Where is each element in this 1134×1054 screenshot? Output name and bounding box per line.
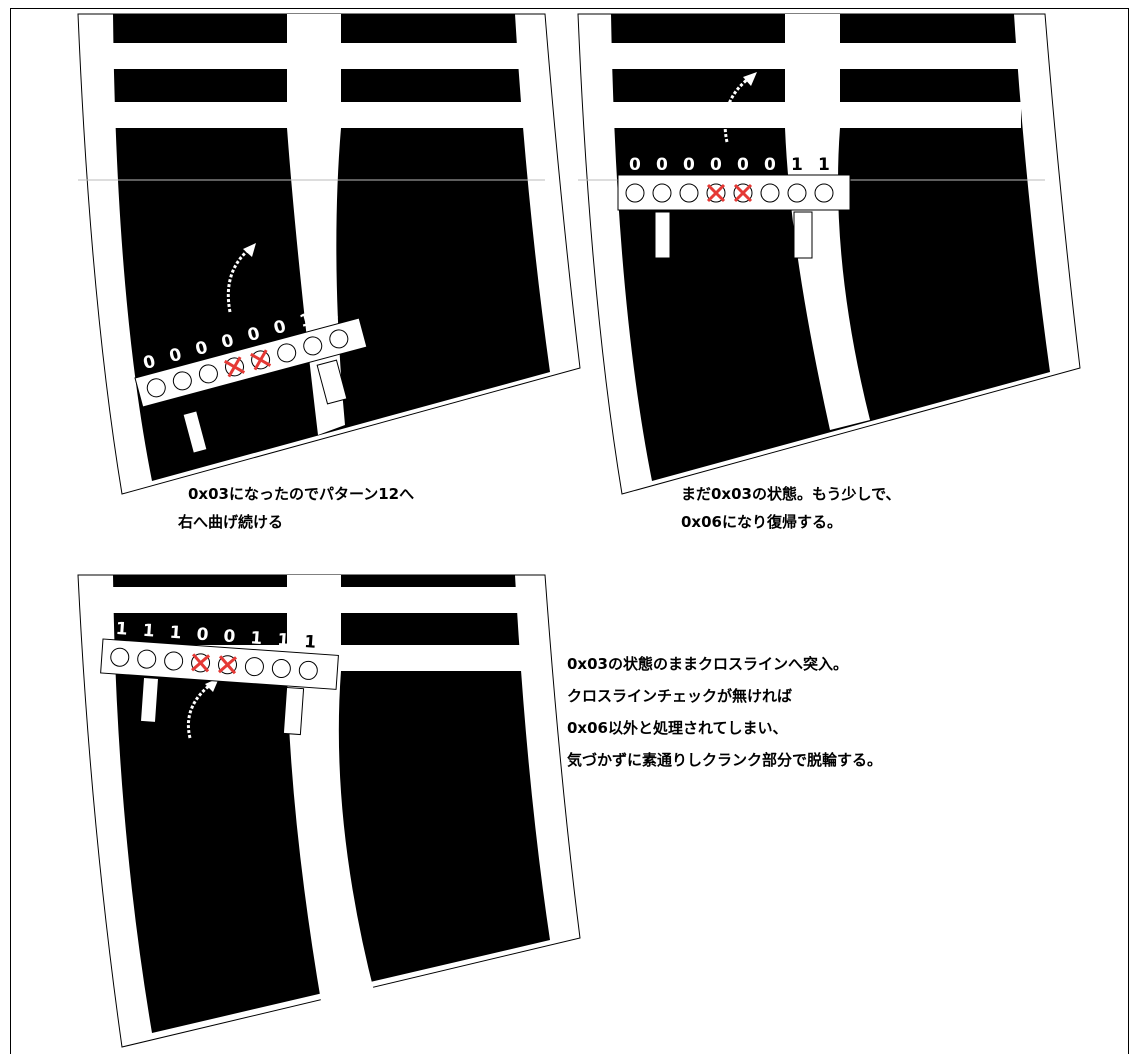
panel-2-bit: 0 [656, 155, 668, 175]
arrow-head-icon [205, 678, 219, 692]
panel-2-caption: まだ0x03の状態。もう少しで、 0x06になり復帰する。 [681, 480, 901, 536]
panel-3-sensor-stem [139, 676, 160, 723]
cross-mark-icon [706, 183, 753, 203]
panel-3-bit: 0 [196, 625, 209, 646]
panel-2-bit: 0 [764, 155, 776, 175]
panel-3-bit: 1 [277, 630, 290, 651]
diagram-frame [10, 8, 1129, 1054]
panel-2-center-line [785, 14, 870, 430]
panel-1-sensor-stem [182, 410, 208, 454]
panel-1-bit: 1 [324, 303, 341, 325]
caption-line: 気づかずに素通りしクランク部分で脱輪する。 [567, 751, 883, 769]
panel-3-bit: 1 [304, 632, 317, 653]
caption-line: 0x06になり復帰する。 [681, 513, 842, 531]
panel-3-caption: 0x03の状態のままクロスラインへ突入。 クロスラインチェックが無ければ 0x0… [567, 648, 882, 776]
panel-1-bit: 0 [219, 331, 236, 353]
panel-1-caption: 0x03になったのでパターン12へ 右へ曲げ続ける [178, 480, 415, 536]
arrow-head-icon [743, 72, 757, 86]
panel-1-bit: 0 [245, 324, 262, 346]
panel-2-sensor-stem [793, 211, 813, 259]
panel-3-sensor-stem [282, 686, 305, 736]
caption-line: 0x03の状態のままクロスラインへ突入。 [567, 655, 848, 673]
panel-2-bit: 0 [710, 155, 722, 175]
panel-3-bit: 1 [250, 628, 263, 649]
arrow-head-icon [243, 243, 256, 257]
panel-1-bit: 0 [193, 338, 210, 360]
panel-2-bit: 0 [683, 155, 695, 175]
panel-1-sensor-stem [316, 359, 348, 405]
caption-line: 右へ曲げ続ける [178, 513, 284, 531]
cross-mark-icon [223, 349, 272, 378]
panel-1-bit: 0 [272, 317, 289, 339]
panel-2-sensor-stem [654, 211, 671, 259]
panel-3-arrow [186, 680, 215, 739]
panel-3-bit: 1 [115, 619, 128, 640]
panel-2-arrow [723, 74, 753, 143]
panel-3-bit: 0 [223, 626, 236, 647]
panel-2-bit: 1 [818, 155, 830, 175]
caption-line: 0x06以外と処理されてしまい、 [567, 719, 788, 737]
caption-line: 0x03になったのでパターン12へ [188, 485, 415, 503]
caption-line: まだ0x03の状態。もう少しで、 [681, 485, 901, 503]
cross-mark-icon [191, 653, 238, 675]
panel-1-bit: 1 [298, 310, 315, 332]
panel-2-bit: 0 [629, 155, 641, 175]
panel-2-bit: 1 [791, 155, 803, 175]
panel-3-bit: 1 [169, 623, 182, 644]
panel-1-bit: 0 [141, 352, 158, 374]
caption-line: クロスラインチェックが無ければ [567, 687, 793, 705]
panel-2-bit: 0 [737, 155, 749, 175]
panel-1-bit: 0 [167, 345, 184, 367]
panel-3-bit: 1 [142, 621, 155, 642]
